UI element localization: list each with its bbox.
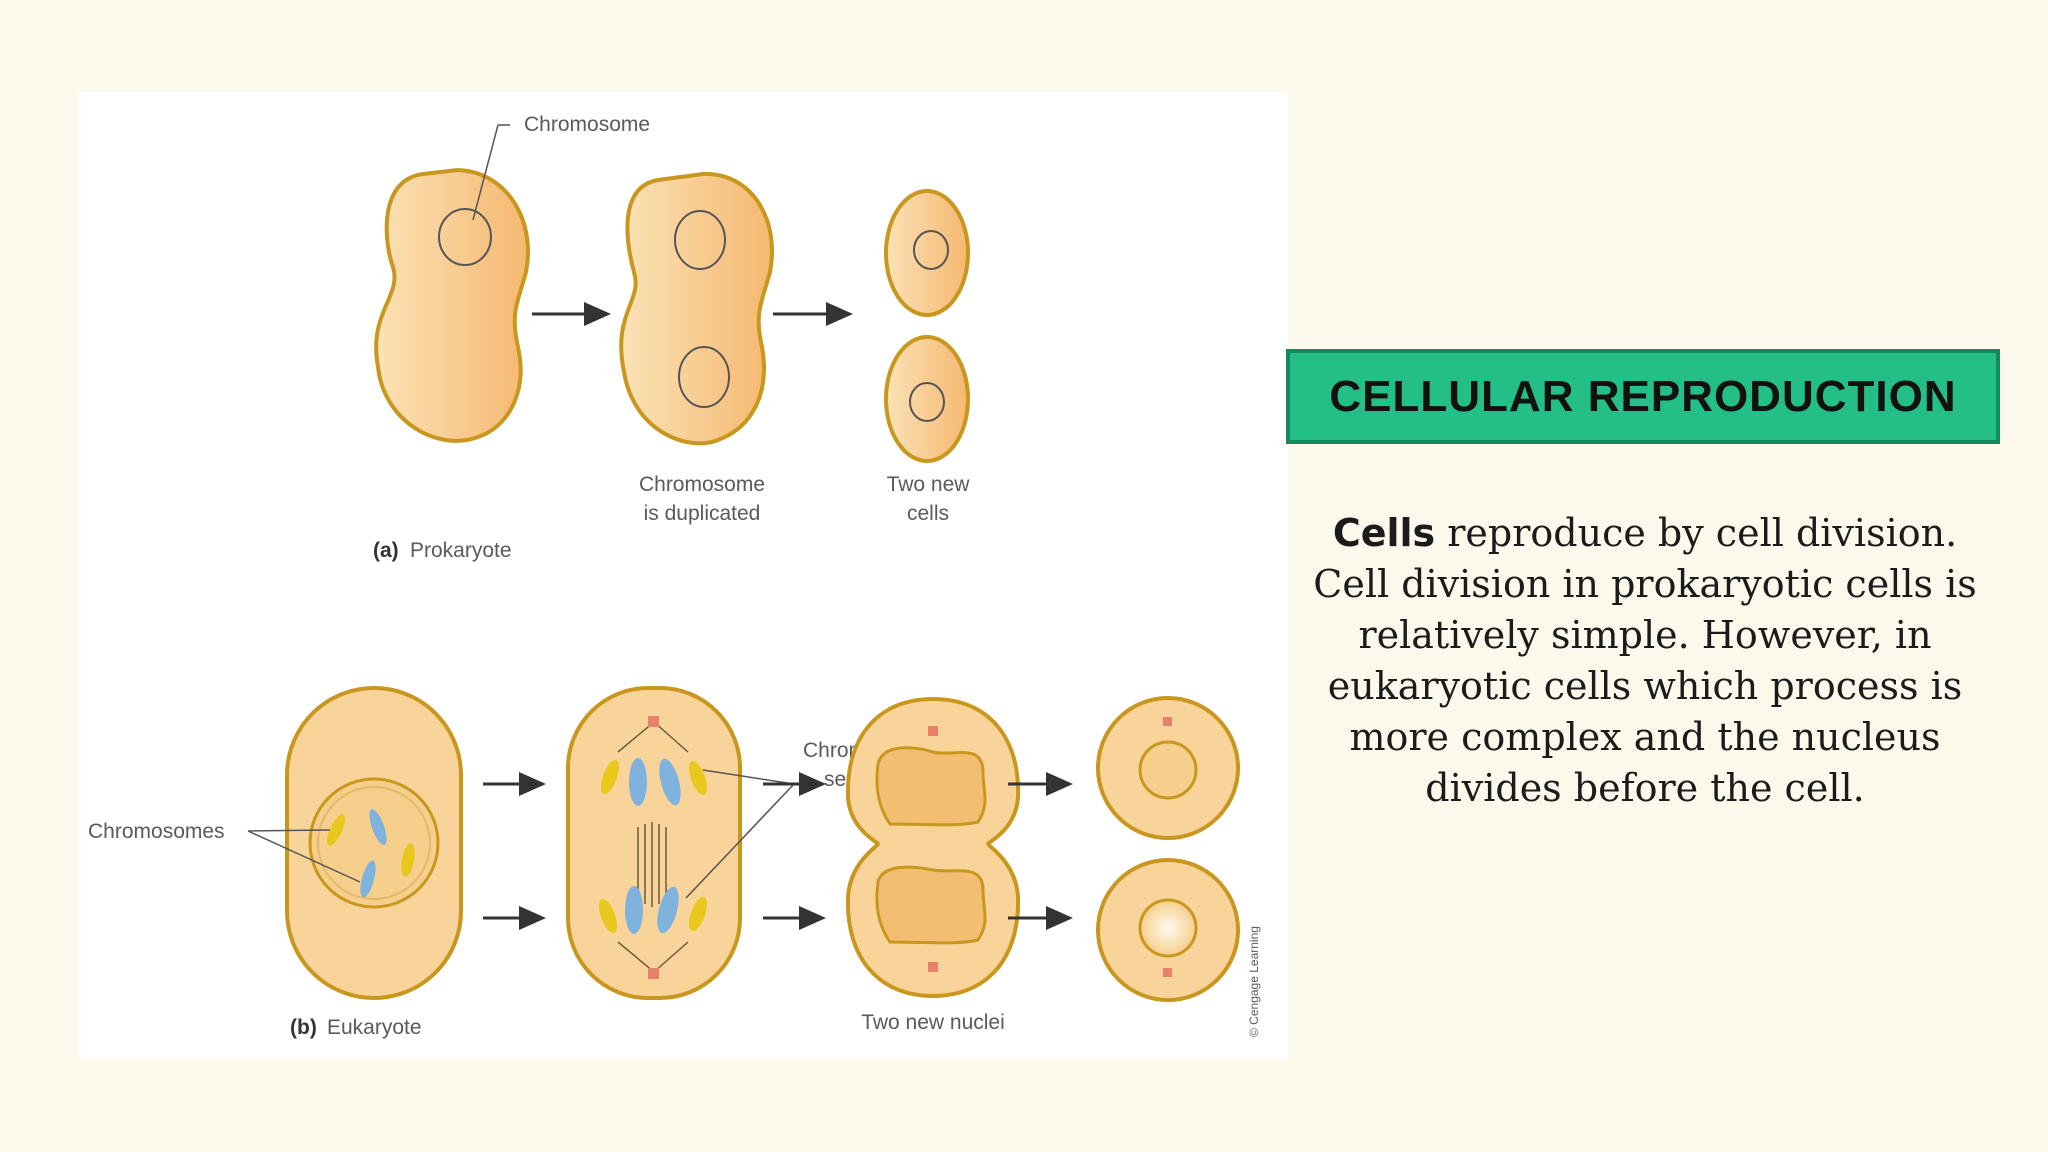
yellow-chromosome [688, 760, 708, 796]
blue-chromosome [360, 860, 376, 898]
leader-line [472, 124, 499, 221]
duplicated-label-line1: Chromosome [639, 473, 765, 496]
blue-chromosome [369, 809, 387, 845]
panel-a-name: Prokaryote [410, 539, 512, 562]
cell-division-figure: Chromosome Chromosome is duplicated Two … [78, 92, 1288, 1059]
yellow-chromosome [401, 843, 415, 877]
body-bold-word: Cells [1332, 511, 1436, 555]
leader-line [702, 769, 795, 785]
blue-chromosome [629, 758, 647, 806]
credit-text: © Cengage Learning [1247, 926, 1261, 1037]
duplicated-label-line2: is duplicated [644, 502, 761, 525]
dividing-cell [566, 686, 742, 1000]
chromosome [913, 230, 949, 270]
leader-line [247, 830, 361, 883]
body-paragraph: Cells reproduce by cell division. Cell d… [1290, 508, 2000, 814]
yellow-chromosome [600, 759, 620, 795]
nucleus-inner [317, 786, 431, 900]
leader-line [685, 783, 795, 899]
two-cells-label-line1: Two new [887, 473, 971, 496]
cell-division-diagram: Chromosome Chromosome is duplicated Two … [88, 113, 1261, 1039]
nuclei-label: Two new nuclei [861, 1011, 1005, 1034]
chromosome [909, 382, 945, 422]
chromosome [678, 346, 730, 408]
blue-chromosome [657, 886, 679, 934]
two-cells-label-line2: cells [907, 502, 949, 525]
centriole [648, 716, 659, 727]
centriole [1163, 717, 1172, 726]
centriole [928, 726, 938, 736]
panel-b-tag: (b) [290, 1016, 317, 1039]
duplicating-cell [619, 171, 775, 446]
daughter-cell [884, 335, 970, 463]
title-banner: CELLULAR REPRODUCTION [1286, 349, 2000, 444]
blue-chromosome [659, 758, 681, 806]
chromosomes-label: Chromosomes [88, 820, 225, 843]
panel-a-tag: (a) [373, 539, 399, 562]
chromosome [438, 208, 492, 266]
daughter-cell [884, 189, 970, 317]
nucleus [1138, 898, 1198, 958]
nucleus [875, 746, 987, 827]
nucleus [1138, 740, 1198, 800]
yellow-chromosome [598, 898, 618, 934]
prokaryote-cell [374, 167, 530, 443]
centriole [1163, 968, 1172, 977]
centriole [648, 968, 659, 979]
telophase-cell [845, 696, 1021, 999]
chromosome [674, 210, 726, 270]
page-title: CELLULAR REPRODUCTION [1329, 371, 1957, 421]
chromosome-label: Chromosome [524, 113, 650, 136]
nucleus [875, 865, 987, 945]
panel-b-name: Eukaryote [327, 1016, 422, 1039]
body-text: reproduce by cell division. Cell divisio… [1313, 511, 1977, 810]
leader-line [247, 829, 331, 832]
centriole [928, 962, 938, 972]
yellow-chromosome [326, 814, 346, 846]
blue-chromosome [625, 886, 643, 934]
yellow-chromosome [688, 896, 708, 932]
